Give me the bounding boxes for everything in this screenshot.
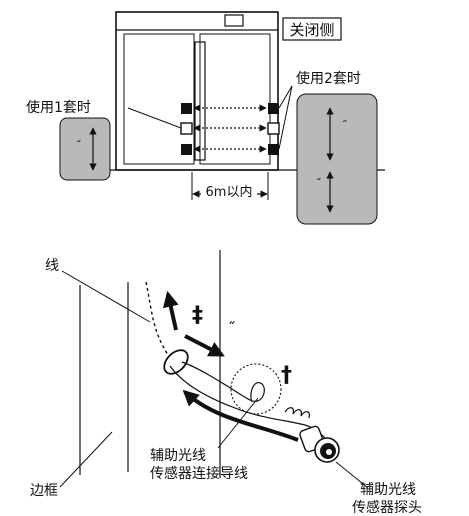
leader-frame-label [59, 431, 113, 488]
frame-label: 边框 [30, 483, 58, 499]
right-door-leaf [199, 33, 271, 165]
wire-loop [181, 361, 265, 403]
cable-label-line1: 辅助光线 [150, 448, 206, 464]
door-sensor-box [224, 14, 244, 27]
svg-text:˝: ˝ [76, 139, 81, 151]
left-sensor-top [181, 103, 192, 114]
left-door-leaf [123, 33, 195, 165]
sensor-probe-icon [299, 425, 340, 463]
left-sensor-bottom [181, 144, 192, 155]
door-handle [194, 41, 206, 161]
arrow-curved [182, 389, 299, 442]
leader-two-sets-a [278, 85, 293, 109]
leader-line-label [61, 270, 151, 323]
line-label: 线 [45, 258, 59, 274]
distance-box [201, 181, 257, 201]
use-one-set-label: 使用1套时 [26, 99, 91, 116]
closed-side-box [282, 17, 342, 41]
right-sensor-panel [296, 93, 378, 225]
sensor-wiring-diagram: ‡ † ˝ 线 边框 辅助光线 传感器连接导线 辅助光线 传感器探头 [30, 250, 422, 516]
svg-text:‡: ‡ [192, 303, 203, 328]
leader-two-sets-b [278, 85, 293, 150]
svg-text:˝: ˝ [342, 119, 347, 131]
dashed-wire [145, 281, 169, 356]
cable-label-line2: 传感器连接导线 [150, 465, 248, 482]
leader-one-set [127, 107, 182, 129]
right-sensor-middle [267, 122, 280, 135]
arrow-right-down [184, 334, 225, 357]
distance-label: 6m以内 [206, 184, 253, 200]
arrow-up [162, 290, 179, 331]
right-sensor-top [268, 103, 279, 114]
svg-text:˝: ˝ [228, 321, 235, 337]
left-sensor-middle [180, 122, 193, 135]
cable-coil [284, 407, 310, 419]
door-installation-diagram: ˝ ˝ ˝ 关闭侧 使用1套时 使用2套时 6m以内 [26, 11, 385, 225]
wire-body [169, 365, 326, 439]
closed-side-label: 关闭侧 [289, 21, 334, 39]
use-two-sets-label: 使用2套时 [296, 70, 361, 87]
svg-text:†: † [281, 363, 292, 388]
probe-label-line1: 辅助光线 [360, 482, 416, 498]
left-sensor-panel [59, 117, 111, 181]
svg-text:˝: ˝ [316, 177, 321, 189]
cable-ring [163, 349, 189, 375]
leader-probe-label [335, 461, 369, 489]
detail-circle [230, 363, 282, 415]
leader-cable-label [217, 397, 259, 449]
right-sensor-bottom [268, 144, 279, 155]
door-frame [115, 11, 279, 171]
probe-label-line2: 传感器探头 [352, 499, 422, 516]
